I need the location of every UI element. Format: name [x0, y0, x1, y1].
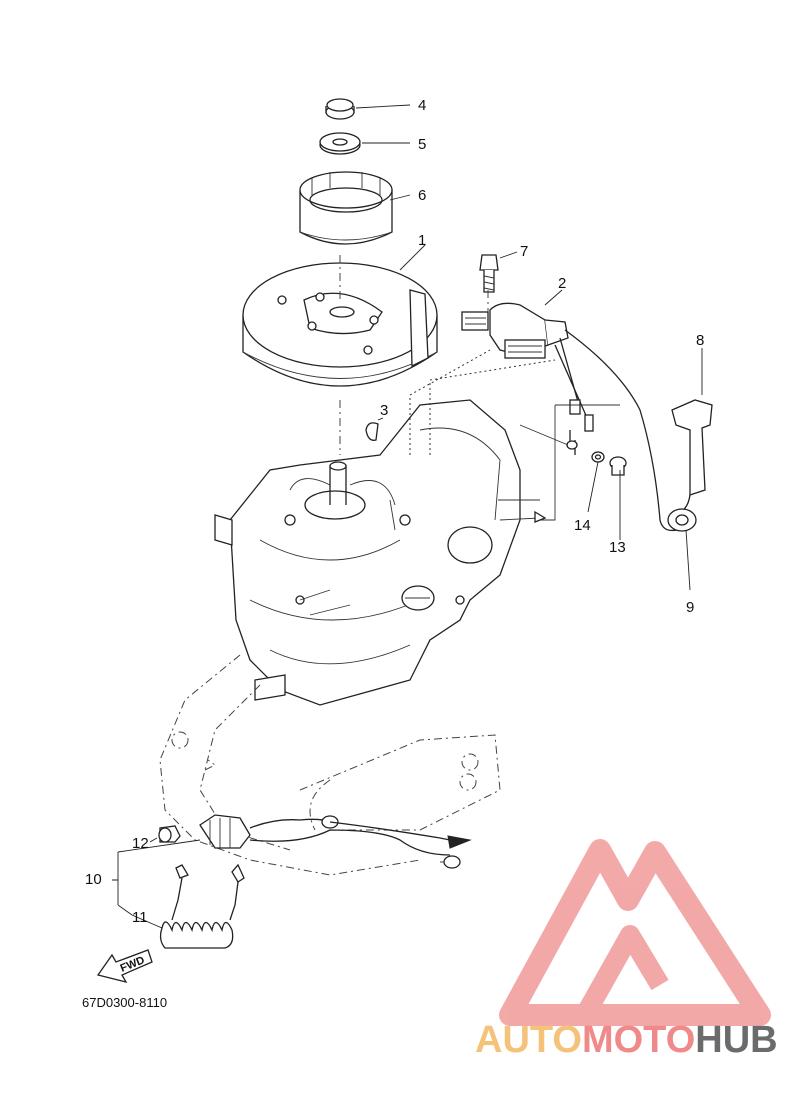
watermark-brand: AUTOMOTOHUB — [475, 1019, 778, 1061]
callout-8: 8 — [696, 332, 704, 349]
bolt-part-7 — [479, 254, 499, 293]
steering-bracket-outline — [159, 654, 501, 876]
callout-12: 12 — [132, 835, 149, 852]
fwd-label: FWD — [119, 954, 147, 975]
cap-part-12 — [158, 825, 181, 843]
watermark-moto: MOTO — [582, 1019, 695, 1061]
nut-part-4 — [325, 98, 355, 120]
screw-part-13 — [609, 456, 627, 476]
washer-part-14 — [591, 451, 605, 463]
watermark-auto: AUTO — [475, 1019, 582, 1061]
drawing-code: 67D0300-8110 — [82, 995, 167, 1010]
callout-4: 4 — [418, 97, 426, 114]
callout-11: 11 — [132, 909, 148, 926]
callout-13: 13 — [609, 539, 626, 556]
watermark-hub: HUB — [695, 1019, 777, 1061]
callout-10: 10 — [85, 871, 102, 888]
callout-7: 7 — [520, 243, 528, 260]
callout-9: 9 — [686, 599, 694, 616]
washer-part-5 — [319, 132, 361, 155]
callout-2: 2 — [558, 275, 566, 292]
lanyard-part-11 — [159, 863, 245, 949]
engine-block — [214, 399, 521, 706]
callout-14: 14 — [574, 517, 591, 534]
key-part-3 — [365, 422, 379, 441]
watermark-logo-icon — [499, 839, 771, 1026]
flywheel-part-1 — [242, 262, 438, 387]
callout-1: 1 — [418, 232, 426, 249]
callout-5: 5 — [418, 136, 426, 153]
plug-cap-part-8 — [671, 399, 713, 516]
ignition-coil-part-2 — [461, 302, 691, 532]
stop-switch-part-10 — [199, 814, 472, 869]
grommet-part-9 — [667, 508, 697, 532]
callout-6: 6 — [418, 187, 426, 204]
ring-part-6 — [299, 171, 393, 245]
callout-3: 3 — [380, 402, 388, 419]
fwd-arrow-icon: FWD — [96, 949, 153, 984]
